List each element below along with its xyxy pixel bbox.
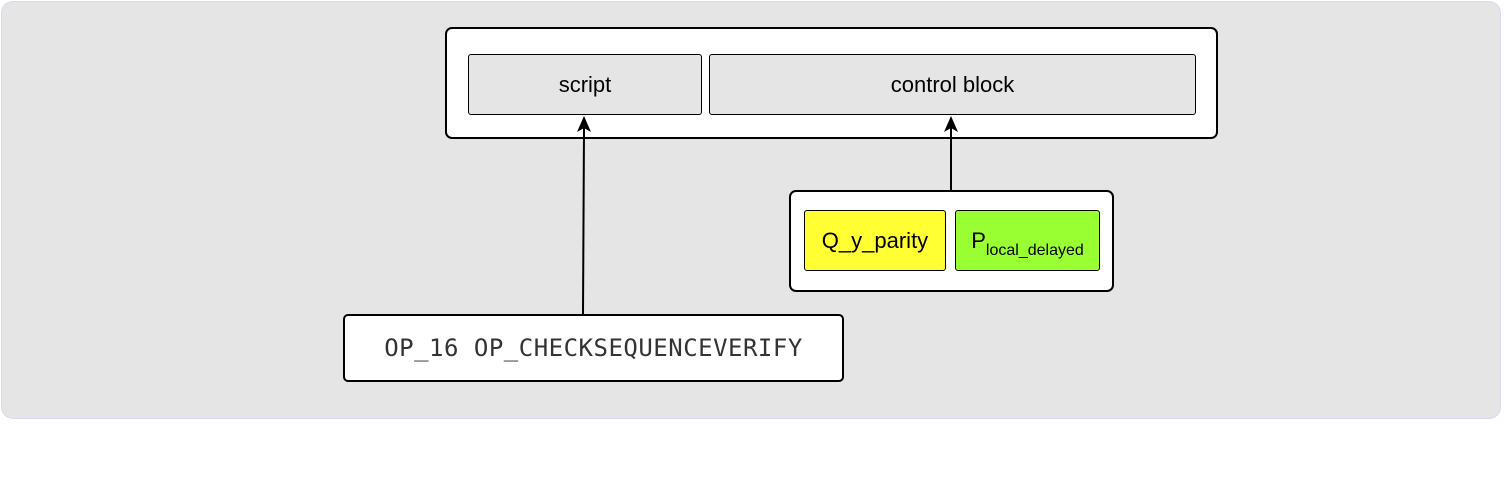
pubkey-subscript-text: local_delayed bbox=[985, 241, 1084, 259]
parity-field: Q_y_parity bbox=[804, 210, 946, 271]
parity-field-label: Q_y_parity bbox=[821, 227, 929, 253]
pubkey-main-text: P bbox=[971, 227, 986, 253]
script-content-box: OP_16 OP_CHECKSEQUENCEVERIFY bbox=[343, 314, 844, 382]
internal-pubkey-field: Plocal_delayed bbox=[955, 210, 1100, 271]
script-content-text: OP_16 OP_CHECKSEQUENCEVERIFY bbox=[384, 334, 803, 362]
control-block-field-label: control block bbox=[890, 71, 1015, 97]
internal-pubkey-label: Plocal_delayed bbox=[971, 227, 1084, 259]
script-field: script bbox=[468, 54, 702, 115]
control-block-field: control block bbox=[709, 54, 1196, 115]
script-field-label: script bbox=[558, 71, 612, 97]
